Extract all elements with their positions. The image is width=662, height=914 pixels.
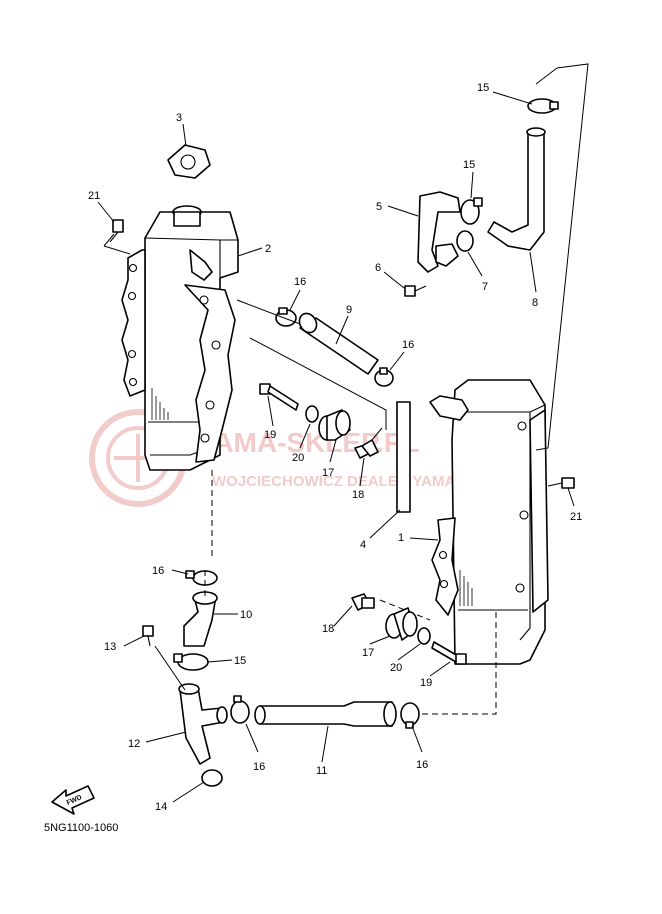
callout-16-d: 16 — [253, 761, 265, 773]
callout-1: 1 — [398, 532, 404, 544]
right-radiator-core-fins — [459, 570, 473, 606]
callout-16-a: 16 — [294, 276, 306, 288]
hose-8 — [487, 131, 545, 251]
left-radiator-core-fins — [151, 388, 169, 420]
pipe-joint-12 — [179, 687, 225, 765]
callout-19-left: 19 — [264, 429, 276, 441]
hose-8-end — [526, 127, 546, 137]
bolt-19-left — [259, 383, 299, 411]
callout-10: 10 — [240, 609, 252, 621]
left-radiator — [121, 205, 239, 471]
callout-18-right: 18 — [322, 623, 334, 635]
callout-20-left: 20 — [292, 452, 304, 464]
washer-20-left — [305, 405, 319, 423]
callout-12: 12 — [128, 738, 140, 750]
bolt-6 — [404, 285, 427, 297]
bolt-21-right — [547, 477, 575, 489]
callout-16-e: 16 — [416, 759, 428, 771]
callout-6: 6 — [375, 262, 381, 274]
bolt-19-right — [431, 641, 467, 665]
callout-18-left: 18 — [352, 489, 364, 501]
hose-5-outlet — [435, 243, 459, 267]
collar-18-left — [354, 439, 379, 459]
callout-3: 3 — [176, 112, 182, 124]
radiator-cap — [167, 144, 211, 179]
callout-13: 13 — [104, 641, 116, 653]
callout-21-right: 21 — [570, 511, 582, 523]
hose-5 — [417, 191, 461, 273]
callout-9: 9 — [346, 304, 352, 316]
bolt-21-left — [109, 219, 124, 243]
assembly-lines — [204, 470, 497, 715]
watermark-line2: WOJCIECHOWICZ DEALER YAMAHA — [212, 473, 477, 490]
callout-14: 14 — [155, 801, 167, 813]
clamp-16-e — [400, 702, 420, 729]
grommet-17-left — [318, 409, 351, 441]
watermark: MAMA-SKLEP.PL WOJCIECHOWICZ DEALER YAMAH… — [89, 409, 477, 507]
callout-17-right: 17 — [362, 647, 374, 659]
clamp-15-top — [527, 98, 559, 114]
callout-2: 2 — [265, 243, 271, 255]
clamp-15-lower — [173, 653, 209, 671]
callout-15-top: 15 — [477, 82, 489, 94]
callout-leaders — [97, 91, 575, 803]
seal-strip-4 — [396, 401, 411, 513]
collar-18-right — [351, 593, 375, 611]
callout-21-left: 21 — [88, 190, 100, 202]
callout-8: 8 — [532, 297, 538, 309]
callout-19-right: 19 — [420, 677, 432, 689]
callout-5: 5 — [376, 201, 382, 213]
washer-20-right — [417, 627, 431, 645]
bolt-13 — [142, 625, 154, 647]
callout-17-left: 17 — [322, 467, 334, 479]
callout-15-lower: 15 — [234, 655, 246, 667]
diagram-code: 5NG1100-1060 — [44, 822, 118, 834]
callout-20-right: 20 — [390, 662, 402, 674]
clamp-16-d — [230, 695, 250, 724]
callout-15-mid: 15 — [463, 159, 475, 171]
callout-16-c: 16 — [152, 565, 164, 577]
clamp-15-mid — [460, 197, 483, 225]
guide-lines — [103, 63, 589, 691]
right-radiator — [429, 379, 549, 665]
callout-7: 7 — [482, 281, 488, 293]
callout-11: 11 — [316, 765, 327, 777]
callout-labels: 3 2 21 15 15 5 6 7 8 16 9 16 19 20 17 18… — [88, 82, 582, 813]
watermark-line1: MAMA-SKLEP.PL — [190, 427, 420, 458]
clamp-16-b — [374, 367, 394, 387]
hose-11 — [259, 701, 393, 727]
grommet-17-right — [385, 607, 418, 641]
o-ring-14 — [201, 769, 223, 787]
clamp-16-c — [185, 570, 218, 586]
o-ring-7 — [456, 230, 474, 252]
callout-4: 4 — [360, 539, 366, 551]
clamp-16-a — [275, 307, 297, 327]
fwd-arrow: FWD — [51, 785, 95, 815]
callout-16-b: 16 — [402, 339, 414, 351]
